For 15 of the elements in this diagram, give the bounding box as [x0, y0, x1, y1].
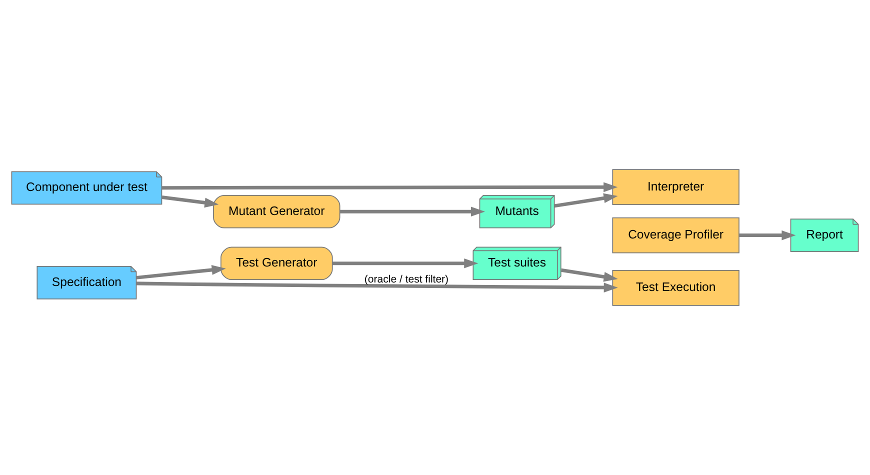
arrow — [554, 193, 618, 208]
arrow — [739, 230, 796, 240]
arrow — [560, 268, 618, 282]
arrow — [162, 196, 219, 208]
arrow — [162, 182, 618, 192]
node-box: Mutant Generator — [213, 194, 340, 228]
arrow — [136, 282, 618, 292]
arrow — [332, 258, 478, 268]
arrow — [136, 265, 226, 280]
node-box: Test Execution — [612, 270, 740, 306]
arrow — [340, 206, 486, 217]
node-box: Interpreter — [612, 169, 740, 206]
node-box: Coverage Profiler — [612, 217, 740, 254]
edge-label: (oracle / test filter) — [364, 273, 449, 286]
node-box: Test Generator — [220, 246, 333, 280]
